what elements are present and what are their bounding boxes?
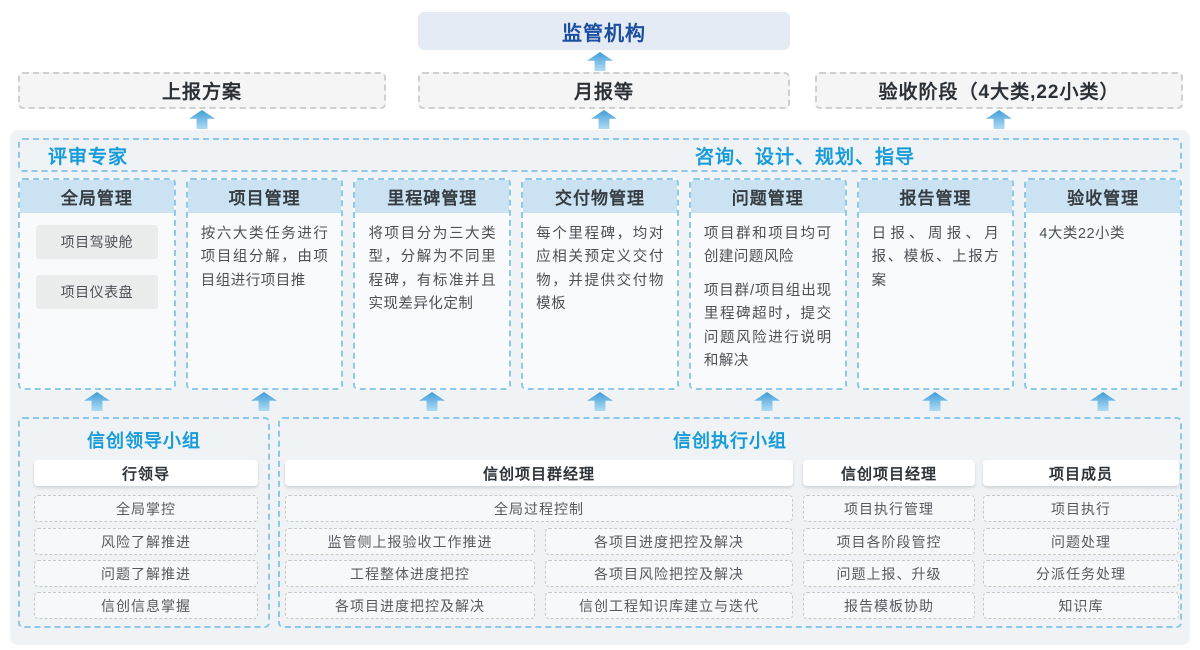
module-card-text: 每个里程碑，均对应相关预定义交付物，并提供交付物模板	[536, 226, 664, 313]
task-item: 工程整体进度把控	[285, 560, 535, 587]
module-card-title: 里程碑管理	[355, 180, 510, 213]
module-card-title: 验收管理	[1026, 180, 1181, 213]
up-arrow-icon	[419, 392, 445, 411]
expert-bar-left-label: 评审专家	[48, 146, 129, 168]
role-box-bank-leader: 行领导	[34, 460, 258, 486]
role-box-program-manager: 信创项目群经理	[285, 460, 793, 486]
module-card-body: 日报、周报、月报、模板、上报方案	[859, 213, 1013, 293]
module-card-body: 4大类22小类	[1026, 213, 1180, 246]
module-card-issue: 问题管理 项目群和项目均可创建问题风险 项目群/项目组出现里程碑超时，提交问题风…	[688, 178, 847, 390]
up-arrow-icon	[251, 392, 277, 411]
module-card-deliverable: 交付物管理 每个里程碑，均对应相关预定义交付物，并提供交付物模板	[521, 178, 679, 390]
report-box-acceptance: 验收阶段（4大类,22小类）	[815, 72, 1183, 109]
module-card-body: 按六大类任务进行项目组分解，由项目组进行项目推	[188, 213, 342, 293]
task-item: 项目执行	[983, 495, 1179, 522]
up-arrow-icon	[189, 110, 215, 129]
leader-group: 信创领导小组 行领导 全局掌控 风险了解推进 问题了解推进 信创信息掌握	[18, 417, 270, 628]
task-item: 知识库	[983, 592, 1179, 619]
task-item: 全局过程控制	[285, 495, 793, 522]
task-item: 问题上报、升级	[803, 560, 975, 587]
module-card-text: 将项目分为三大类型，分解为不同里程碑，有标准并且实现差异化定制	[368, 226, 497, 313]
up-arrow-icon	[587, 52, 613, 71]
task-item: 信创信息掌握	[34, 592, 258, 619]
module-card-text: 项目群和项目均可创建问题风险	[703, 226, 832, 266]
task-item: 问题了解推进	[34, 560, 258, 587]
execution-group-title: 信创执行小组	[673, 431, 787, 451]
up-arrow-icon	[587, 392, 613, 411]
task-item: 监管侧上报验收工作推进	[285, 528, 535, 555]
up-arrow-icon	[754, 392, 780, 411]
expert-bar-right-label: 咨询、设计、规划、指导	[695, 146, 916, 168]
module-card-body: 将项目分为三大类型，分解为不同里程碑，有标准并且实现差异化定制	[355, 213, 509, 317]
module-card-text: 4大类22小类	[1039, 226, 1126, 242]
up-arrow-icon	[1090, 392, 1116, 411]
module-card-acceptance: 验收管理 4大类22小类	[1024, 178, 1183, 390]
task-item: 项目各阶段管控	[803, 528, 975, 555]
leader-group-title: 信创领导小组	[87, 431, 201, 451]
module-card-report: 报告管理 日报、周报、月报、模板、上报方案	[856, 178, 1015, 390]
role-box-member: 项目成员	[983, 460, 1179, 486]
module-card-text: 按六大类任务进行项目组分解，由项目组进行项目推	[200, 226, 329, 289]
task-item: 信创工程知识库建立与迭代	[545, 592, 793, 619]
main-panel: 评审专家 咨询、设计、规划、指导 全局管理 项目驾驶舱 项目仪表盘 项目管理 按…	[10, 130, 1190, 645]
task-item: 各项目进度把控及解决	[285, 592, 535, 619]
module-card-body: 项目驾驶舱 项目仪表盘	[20, 213, 174, 309]
module-card-text: 项目群/项目组出现里程碑超时，提交问题风险进行说明和解决	[703, 282, 832, 370]
task-item: 风险了解推进	[34, 528, 258, 555]
expert-bar: 评审专家 咨询、设计、规划、指导	[18, 138, 1182, 172]
module-card-text: 日报、周报、月报、模板、上报方案	[871, 226, 1000, 289]
task-item: 全局掌控	[34, 495, 258, 522]
task-item: 分派任务处理	[983, 560, 1179, 587]
feature-pill: 项目驾驶舱	[35, 225, 158, 259]
regulator-box: 监管机构	[418, 12, 790, 50]
task-item: 项目执行管理	[803, 495, 975, 522]
module-card-row: 全局管理 项目驾驶舱 项目仪表盘 项目管理 按六大类任务进行项目组分解，由项目组…	[18, 178, 1183, 390]
up-arrow-icon	[84, 392, 110, 411]
module-card-body: 项目群和项目均可创建问题风险 项目群/项目组出现里程碑超时，提交问题风险进行说明…	[691, 213, 845, 374]
up-arrow-icon	[986, 110, 1012, 129]
module-card-title: 交付物管理	[523, 180, 677, 213]
module-card-title: 问题管理	[690, 180, 845, 213]
report-box-plan: 上报方案	[18, 72, 386, 109]
module-card-body: 每个里程碑，均对应相关预定义交付物，并提供交付物模板	[523, 213, 677, 317]
report-box-acceptance-label: 验收阶段（4大类,22小类）	[878, 82, 1120, 103]
execution-group: 信创执行小组 信创项目群经理 全局过程控制 监管侧上报验收工作推进 工程整体进度…	[278, 417, 1182, 628]
role-box-project-manager: 信创项目经理	[803, 460, 975, 486]
report-box-monthly-label: 月报等	[573, 82, 634, 103]
task-item: 各项目进度把控及解决	[545, 528, 793, 555]
regulator-label: 监管机构	[562, 22, 646, 45]
task-item: 问题处理	[983, 528, 1179, 555]
report-box-monthly: 月报等	[418, 72, 790, 109]
task-item: 各项目风险把控及解决	[545, 560, 793, 587]
feature-pill: 项目仪表盘	[35, 275, 158, 309]
task-item: 报告模板协助	[803, 592, 975, 619]
module-card-title: 项目管理	[187, 180, 342, 213]
report-box-plan-label: 上报方案	[161, 82, 242, 103]
up-arrow-icon	[922, 392, 948, 411]
module-card-title: 报告管理	[858, 180, 1013, 213]
module-card-global: 全局管理 项目驾驶舱 项目仪表盘	[18, 178, 176, 390]
module-card-milestone: 里程碑管理 将项目分为三大类型，分解为不同里程碑，有标准并且实现差异化定制	[353, 178, 512, 390]
module-card-project: 项目管理 按六大类任务进行项目组分解，由项目组进行项目推	[185, 178, 344, 390]
module-card-title: 全局管理	[20, 180, 174, 213]
up-arrow-icon	[591, 110, 617, 129]
